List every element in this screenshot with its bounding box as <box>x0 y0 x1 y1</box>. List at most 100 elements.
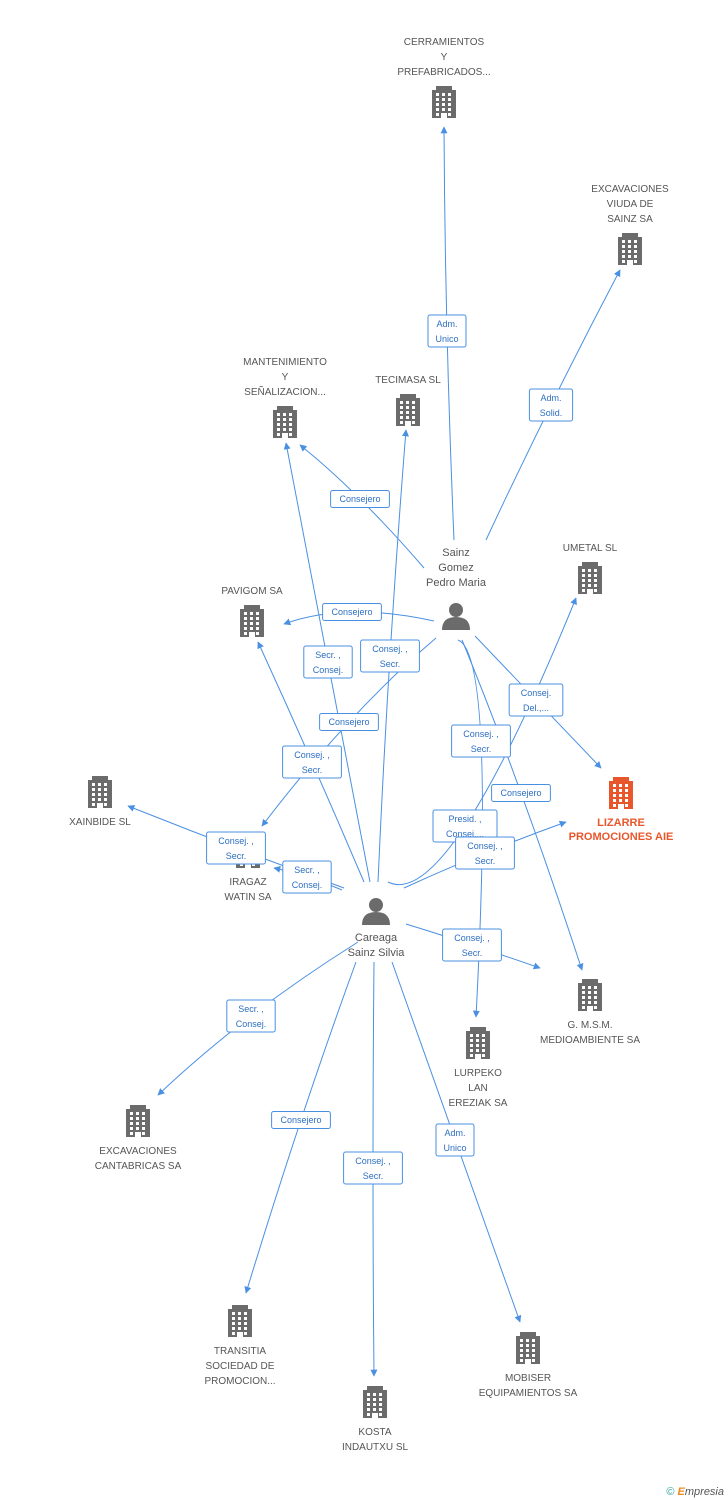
company-name[interactable]: Y <box>441 52 448 63</box>
building-icon[interactable] <box>363 1386 387 1418</box>
building-icon[interactable] <box>578 562 602 594</box>
relation-label-text: Solid. <box>540 408 563 418</box>
building-icon[interactable] <box>228 1305 252 1337</box>
relation-label-text: Secr. <box>363 1171 384 1181</box>
relation-label[interactable]: Consej.Del.,... <box>508 683 564 717</box>
company-name[interactable]: G. M.S.M. <box>568 1020 613 1031</box>
relation-label-text: Secr. , <box>238 1004 264 1014</box>
company-name[interactable]: TECIMASA SL <box>375 375 441 386</box>
relation-label-text: Consej. , <box>294 750 330 760</box>
company-name[interactable]: LURPEKO <box>454 1068 502 1079</box>
company-name[interactable]: LAN <box>468 1083 487 1094</box>
company-name[interactable]: XAINBIDE SL <box>69 817 131 828</box>
relation-label[interactable]: Consej. ,Secr. <box>442 928 502 962</box>
building-icon[interactable] <box>609 777 633 809</box>
company-name[interactable]: SEÑALIZACION... <box>244 385 326 398</box>
building-icon[interactable] <box>466 1027 490 1059</box>
relation-label[interactable]: Secr. ,Consej. <box>282 860 332 894</box>
relation-label-text: Adm. <box>540 393 561 403</box>
relation-label-text: Secr. <box>302 765 323 775</box>
relation-label-text: Consejero <box>339 494 380 504</box>
relation-label[interactable]: Consej. , Secr. <box>360 639 420 673</box>
relation-label-text: Consejero <box>500 788 541 798</box>
relation-label-text: Consej. , <box>372 644 408 654</box>
company-name[interactable]: UMETAL SL <box>563 543 618 554</box>
company-name[interactable]: CANTABRICAS SA <box>95 1161 182 1172</box>
company-name[interactable]: SOCIEDAD DE <box>206 1361 275 1372</box>
building-icon[interactable] <box>618 233 642 265</box>
relation-label-text: Consejero <box>280 1115 321 1125</box>
company-name[interactable]: EXCAVACIONES <box>591 184 669 195</box>
company-name[interactable]: MOBISER <box>505 1373 551 1384</box>
person-name[interactable]: Careaga <box>355 932 398 944</box>
building-icon[interactable] <box>578 979 602 1011</box>
relation-label[interactable]: Consejero <box>271 1111 331 1129</box>
company-name[interactable]: WATIN SA <box>224 892 272 903</box>
company-name[interactable]: VIUDA DE <box>607 199 654 210</box>
person-name[interactable]: Sainz Silvia <box>348 947 406 959</box>
relation-label-text: Consej. <box>313 665 344 675</box>
relation-label[interactable]: Adm. Unico <box>435 1123 475 1157</box>
relation-label-text: Adm. <box>444 1128 465 1138</box>
relation-label[interactable]: Consej. ,Secr. <box>451 724 511 758</box>
company-name[interactable]: MANTENIMIENTO <box>243 357 327 368</box>
brand-logo-initial: E <box>677 1486 685 1498</box>
company-name[interactable]: PAVIGOM SA <box>221 586 283 597</box>
relation-label-text: Unico <box>443 1143 466 1153</box>
company-name[interactable]: INDAUTXU SL <box>342 1442 409 1453</box>
relation-label-text: Consej. <box>292 880 323 890</box>
relation-label-text: Consej. , <box>454 933 490 943</box>
relation-label-text: Adm. <box>436 319 457 329</box>
company-name[interactable]: MEDIOAMBIENTE SA <box>540 1035 640 1046</box>
footer-brand[interactable]: © Empresia <box>666 1486 724 1498</box>
company-name[interactable]: LIZARRE <box>597 817 645 829</box>
person-icon[interactable] <box>362 898 390 925</box>
relation-label[interactable]: Consejero <box>330 490 390 508</box>
relation-label[interactable]: Secr. ,Consej. <box>226 999 276 1033</box>
company-name[interactable]: EQUIPAMIENTOS SA <box>479 1388 578 1399</box>
relation-label[interactable]: Presid. ,Consej.... <box>432 809 498 843</box>
relation-label-text: Consej. , <box>467 841 503 851</box>
relation-label-text: Consej. , <box>463 729 499 739</box>
person-name[interactable]: Sainz <box>442 547 470 559</box>
relation-label-text: Consejero <box>328 717 369 727</box>
person-name[interactable]: Gomez <box>438 562 473 574</box>
building-icon[interactable] <box>273 406 297 438</box>
company-name[interactable]: TRANSITIA <box>214 1346 267 1357</box>
relation-label[interactable]: Adm. Solid. <box>528 388 574 422</box>
relation-label[interactable]: Consej. , Secr. <box>282 745 342 779</box>
building-icon[interactable] <box>396 394 420 426</box>
relation-label[interactable]: Consejero <box>491 784 551 802</box>
company-name[interactable]: EREZIAK SA <box>449 1098 508 1109</box>
company-name[interactable]: KOSTA <box>358 1427 391 1438</box>
building-icon[interactable] <box>516 1332 540 1364</box>
building-icon[interactable] <box>88 776 112 808</box>
brand-logo-text: mpresia <box>684 1486 724 1498</box>
copyright-icon: © <box>666 1486 675 1498</box>
building-icon[interactable] <box>126 1105 150 1137</box>
building-icon[interactable] <box>432 86 456 118</box>
company-name[interactable]: EXCAVACIONES <box>99 1146 177 1157</box>
relation-label[interactable]: Consejero <box>319 713 379 731</box>
relation-label[interactable]: Consej. ,Secr. <box>455 836 515 870</box>
person-icon[interactable] <box>442 603 470 630</box>
relation-label[interactable]: Consej. , Secr. <box>343 1151 403 1185</box>
company-name[interactable]: CERRAMIENTOS <box>404 37 485 48</box>
relation-label-text: Secr. <box>226 851 247 861</box>
company-name[interactable]: SAINZ SA <box>607 214 653 225</box>
relation-label[interactable]: Consej. ,Secr. <box>206 831 266 865</box>
company-name[interactable]: Y <box>282 372 289 383</box>
building-icon[interactable] <box>240 605 264 637</box>
person-name[interactable]: Pedro Maria <box>426 577 487 589</box>
company-name[interactable]: PREFABRICADOS... <box>397 67 490 78</box>
relation-label[interactable]: Adm.Unico <box>427 314 467 348</box>
relation-label-text: Consej. , <box>355 1156 391 1166</box>
relation-label[interactable]: Secr. ,Consej. <box>303 645 353 679</box>
relation-label-text: Secr. <box>380 659 401 669</box>
company-name[interactable]: PROMOCIONES AIE <box>569 831 674 843</box>
company-name[interactable]: IRAGAZ <box>229 877 266 888</box>
company-name[interactable]: PROMOCION... <box>204 1376 275 1387</box>
relation-label-text: Consejero <box>331 607 372 617</box>
relation-label[interactable]: Consejero <box>322 603 382 621</box>
